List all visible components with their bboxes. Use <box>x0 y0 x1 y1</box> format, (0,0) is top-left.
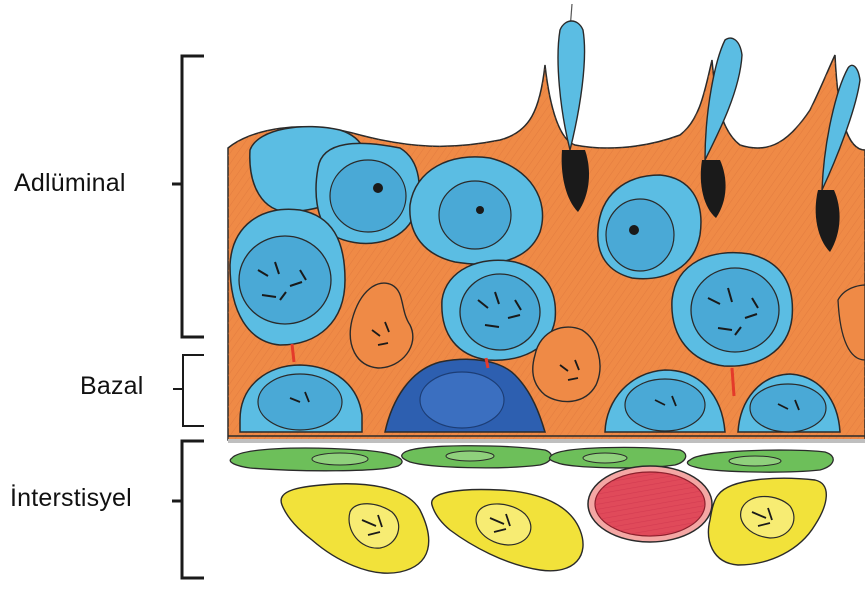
bracket-icon-interstisyel <box>172 441 204 578</box>
bracket-icon-adluminal <box>172 56 204 337</box>
bracket-icon-bazal <box>173 355 204 426</box>
label-bazal: Bazal <box>80 374 144 399</box>
label-adluminal: Adlüminal <box>14 171 126 196</box>
peritubular-myoid-cells <box>230 446 833 472</box>
blood-vessel <box>588 466 712 542</box>
label-interstisyel: İnterstisyel <box>10 486 132 511</box>
leydig-cells <box>281 478 826 573</box>
